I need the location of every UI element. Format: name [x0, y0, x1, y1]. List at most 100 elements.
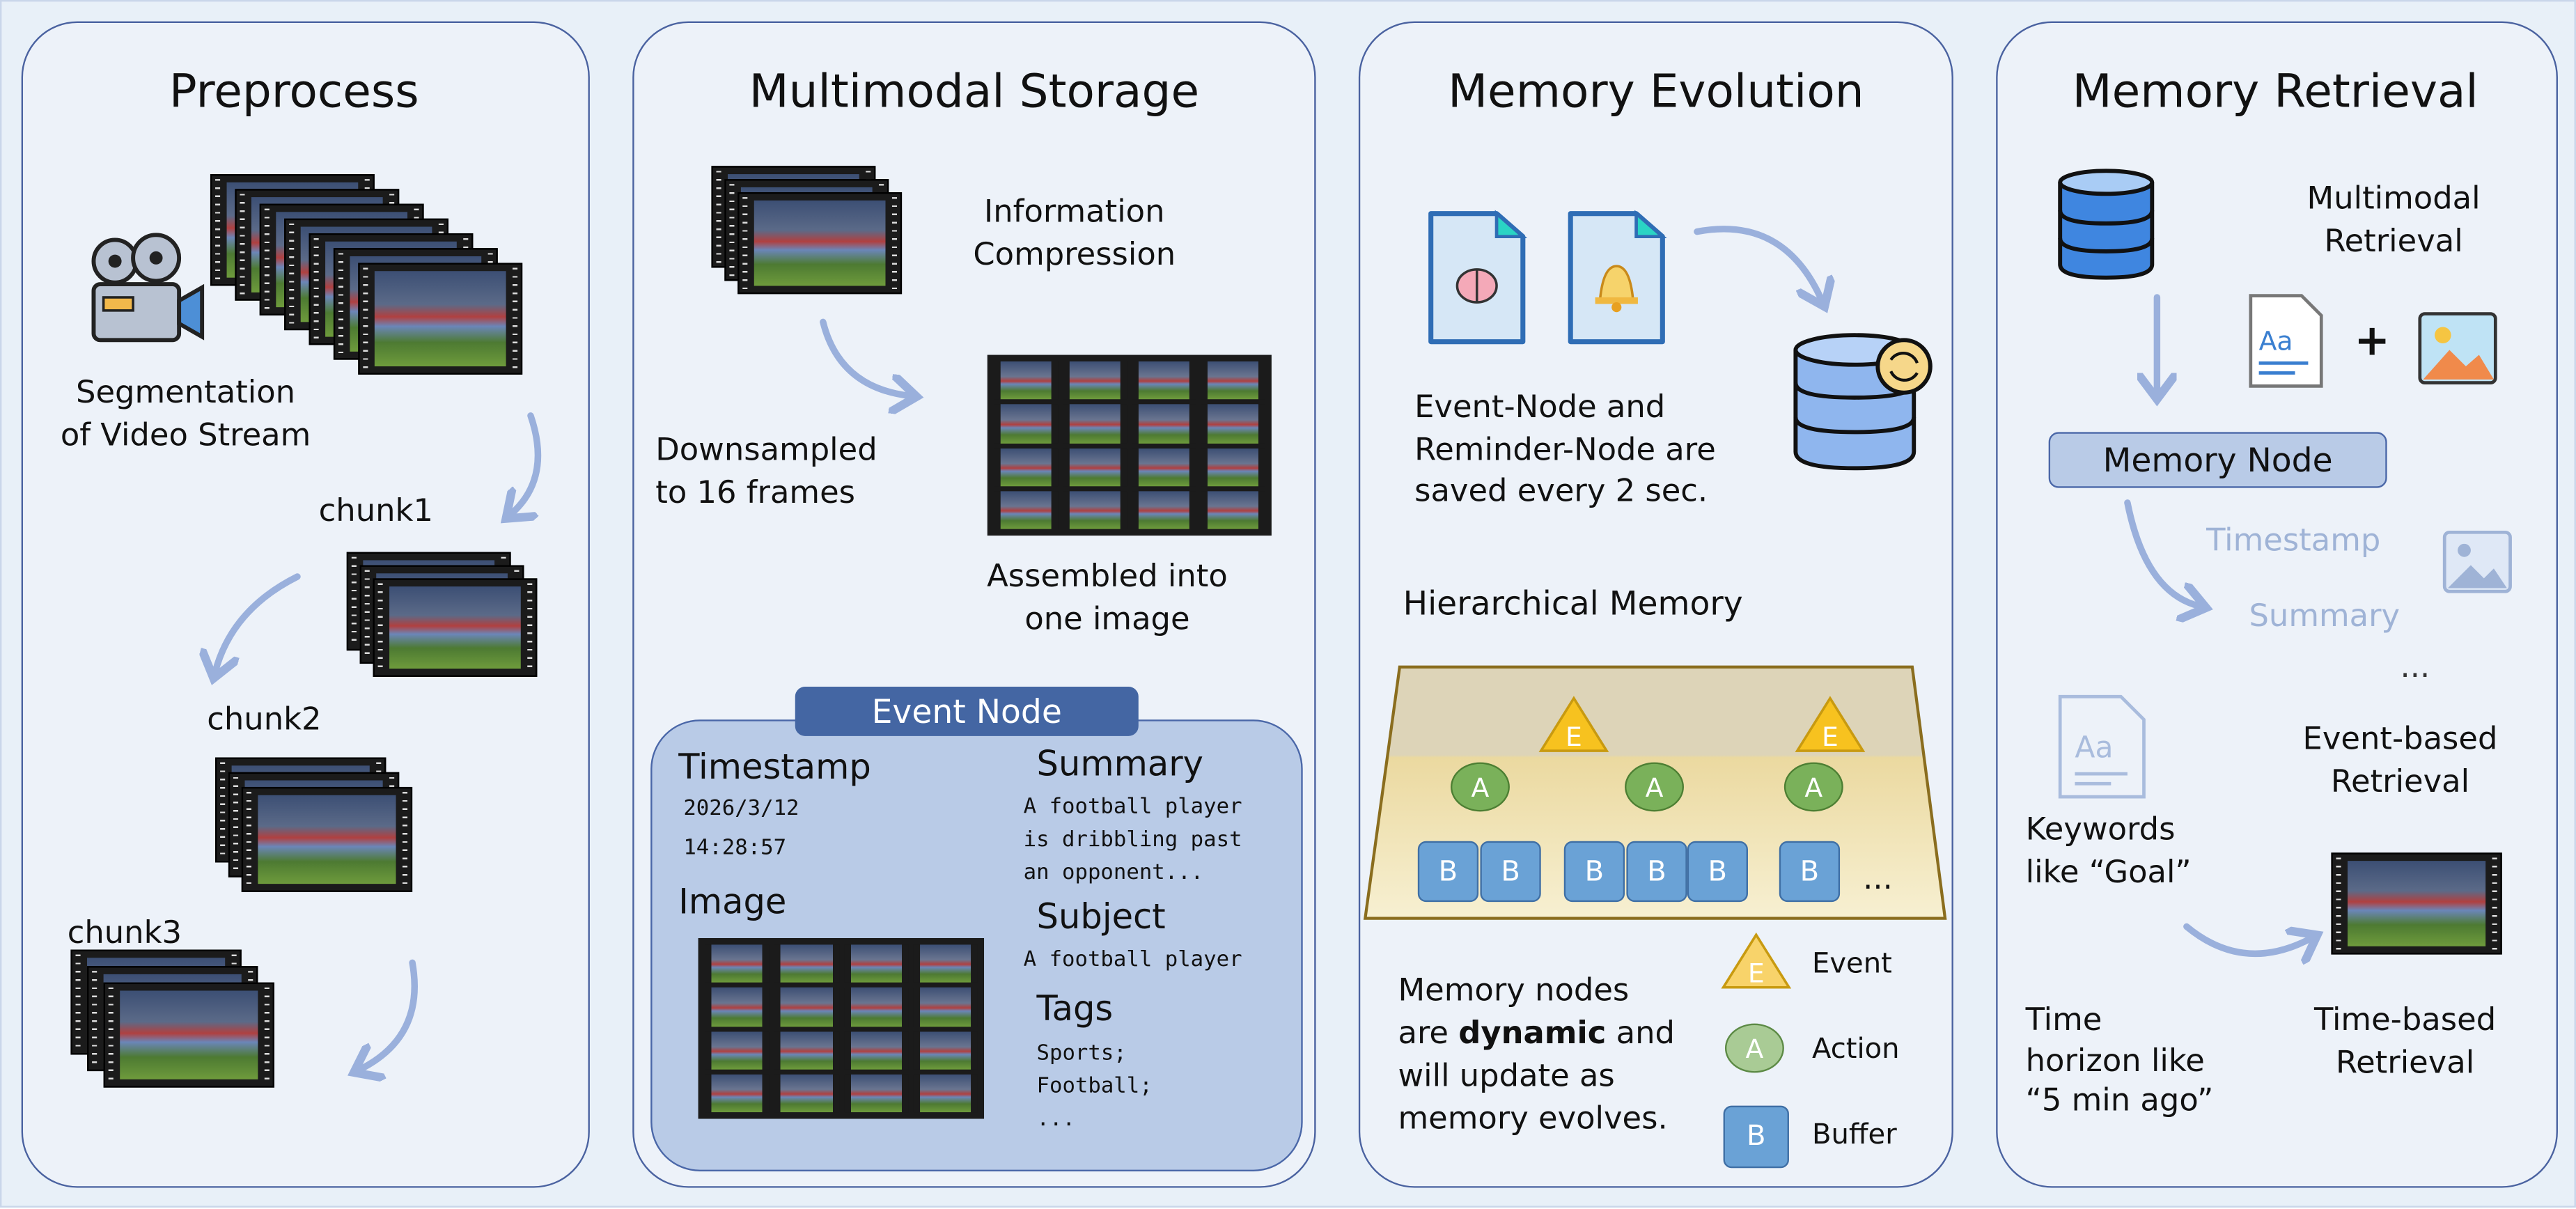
timestamp-label: Timestamp	[678, 747, 871, 787]
svg-text:E: E	[1566, 722, 1582, 752]
text-line: Assembled into	[987, 559, 1228, 595]
text-line: Multimodal	[2306, 180, 2481, 217]
memory-node-box: Memory Node	[2048, 432, 2387, 488]
brain-document-icon	[1428, 210, 1528, 345]
grid-frame	[1201, 447, 1265, 486]
buffer-node: B	[1417, 841, 1479, 903]
svg-text:E: E	[1748, 958, 1765, 989]
panel-title: Memory Evolution	[1448, 64, 1864, 118]
image-icon	[2418, 312, 2497, 385]
grid-frame	[994, 404, 1059, 443]
arrow-to-database	[1694, 226, 1822, 301]
text-line: an opponent...	[1023, 861, 1204, 887]
grid-frame	[1201, 404, 1265, 443]
grid-frame	[1063, 447, 1127, 486]
video-camera-icon	[91, 233, 205, 343]
grid-frame	[774, 944, 839, 983]
subject-label: Subject	[1036, 897, 1166, 937]
svg-text:Aa: Aa	[2075, 731, 2113, 765]
legend-buffer-icon: B	[1723, 1105, 1789, 1169]
grid-frame	[1132, 447, 1196, 486]
event-node: E	[1538, 696, 1609, 752]
time: 14:28:57	[683, 836, 787, 861]
summary-value: A football player is dribbling past an opp…	[1024, 792, 1242, 891]
grid-frame	[913, 988, 978, 1027]
assembled-label: Assembled into one image	[987, 557, 1228, 641]
text-document-icon: Aa	[2249, 294, 2323, 388]
text: are	[1398, 1015, 1459, 1052]
text-line: will update as	[1398, 1058, 1615, 1095]
grid-frame	[705, 944, 770, 983]
video-frame	[241, 786, 413, 892]
action-node: A	[1783, 762, 1843, 812]
buffer-node: B	[1687, 841, 1748, 903]
text-line: one image	[1024, 600, 1190, 637]
video-frame	[737, 192, 903, 295]
text-line: Retrieval	[2335, 1044, 2475, 1081]
retrieved-frame	[2331, 852, 2502, 955]
tag: ...	[1036, 1107, 1075, 1133]
grid-frame	[1063, 404, 1127, 443]
database-icon	[2058, 169, 2155, 280]
text-line: “5 min ago”	[2025, 1083, 2214, 1120]
tag: Sports;	[1036, 1041, 1127, 1066]
text-line: Retrieval	[2324, 222, 2463, 259]
legend-buffer: Buffer	[1811, 1118, 1897, 1152]
grid-frame	[843, 1031, 908, 1070]
text-line: of Video Stream	[60, 416, 311, 453]
grid-frame	[843, 944, 908, 983]
event-image-grid	[698, 937, 985, 1119]
grid-frame	[843, 1074, 908, 1113]
buffer-node: B	[1779, 841, 1841, 903]
ellipsis: ...	[1863, 861, 1893, 898]
svg-text:E: E	[1822, 722, 1839, 752]
arrow-to-fields	[2124, 499, 2200, 607]
video-frame	[103, 982, 274, 1088]
chunk2-label: chunk2	[207, 701, 322, 738]
grid-frame	[994, 447, 1059, 486]
arrow-to-grid	[820, 318, 910, 396]
grid-frame	[774, 1031, 839, 1070]
legend-event: Event	[1811, 948, 1892, 981]
database-sync-icon	[1793, 333, 1933, 471]
image-field-icon	[2442, 530, 2512, 593]
text-line: A football player	[1023, 795, 1242, 820]
text-line: Time-based	[2313, 1001, 2497, 1038]
text-line: is dribbling past	[1023, 828, 1242, 853]
grid-frame	[774, 1074, 839, 1113]
text-line: memory evolves.	[1398, 1100, 1668, 1137]
tag: Football;	[1036, 1075, 1153, 1100]
panel-title: Preprocess	[169, 64, 419, 118]
grid-frame	[705, 1031, 770, 1070]
arrow-to-chunk3	[360, 959, 418, 1069]
bell-document-icon	[1568, 210, 1667, 345]
grid-frame	[1201, 361, 1265, 400]
chunk1-label: chunk1	[318, 492, 434, 529]
text-line: Memory nodes	[1398, 972, 1630, 1009]
text-line: Compression	[973, 235, 1176, 272]
arrow-to-retrieved-frame	[2183, 923, 2311, 953]
text-line: Event-based	[2302, 721, 2498, 758]
grid-frame	[705, 988, 770, 1027]
panel-title: Multimodal Storage	[749, 64, 1200, 118]
svg-text:Aa: Aa	[2259, 325, 2293, 356]
more-fields-ellipsis: ...	[2400, 648, 2430, 685]
text-line: saved every 2 sec.	[1414, 474, 1708, 510]
grid-frame	[705, 1074, 770, 1113]
chunk3-label: chunk3	[67, 914, 182, 951]
panel-title: Memory Retrieval	[2072, 64, 2479, 118]
text-line: Reminder-Node are	[1414, 431, 1716, 468]
grid-frame	[1132, 490, 1196, 529]
text-line: Keywords	[2025, 811, 2176, 848]
text-bold: dynamic	[1458, 1015, 1607, 1052]
grid-frame	[774, 988, 839, 1027]
